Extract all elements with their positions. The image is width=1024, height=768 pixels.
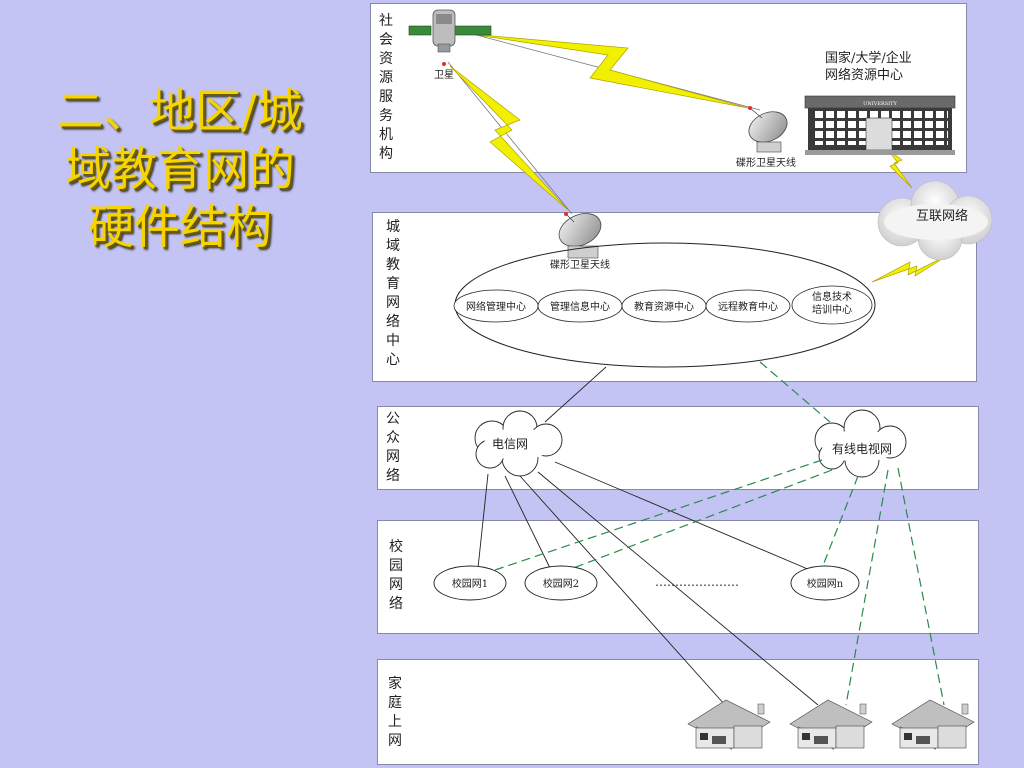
tier-home-label: 家庭上网 xyxy=(388,676,402,749)
tier-campus-label: 校园网络 xyxy=(389,539,403,612)
satellite-dish-icon xyxy=(748,106,788,153)
title-line-1: 二、地区/城 xyxy=(57,84,303,138)
link-telecom-campusn xyxy=(554,461,811,571)
link-telecom-campus1 xyxy=(477,473,489,569)
house-icon-2 xyxy=(789,699,873,750)
tier-home-panel xyxy=(377,659,979,765)
title-line-3: 硬件结构 xyxy=(88,200,272,254)
center-label-2: 管理信息中心 xyxy=(550,300,610,313)
satellite-icon xyxy=(408,9,492,66)
tier-city-label: 城域教育网络中心 xyxy=(386,219,400,368)
center-label-4: 远程教育中心 xyxy=(718,300,778,313)
center-education-resource: 教育资源中心 xyxy=(621,289,707,323)
cabletv-cloud-icon xyxy=(814,409,907,478)
page-title: 二、地区/城 域教育网的 硬件结构 xyxy=(40,82,320,256)
link-city-to-cabletv xyxy=(759,361,831,423)
center-label-5: 信息技术培训中心 xyxy=(812,292,852,316)
telecom-label: 电信网 xyxy=(492,437,528,451)
link-telecom-campus2 xyxy=(504,475,551,569)
house-icon-3 xyxy=(891,699,975,750)
lightning-resource-to-internet xyxy=(887,149,913,189)
center-network-management: 网络管理中心 xyxy=(453,289,539,323)
dish-top-label: 碟形卫星天线 xyxy=(736,156,796,169)
campus-node-1: 校园网1 xyxy=(433,565,507,601)
link-city-to-telecom xyxy=(544,366,607,423)
campus-label-1: 校园网1 xyxy=(452,577,488,590)
lightning-sat-to-city xyxy=(449,65,569,211)
dish-city-label: 碟形卫星天线 xyxy=(550,258,610,271)
link-cabletv-campusn xyxy=(821,475,859,569)
link-cabletv-campus1 xyxy=(494,459,823,571)
link-telecom-home1 xyxy=(519,475,726,706)
link-cabletv-campus2 xyxy=(567,469,833,571)
link-telecom-home2 xyxy=(537,471,819,706)
center-label-3: 教育资源中心 xyxy=(634,300,694,313)
campus-node-2: 校园网2 xyxy=(524,565,598,601)
sat-link-down xyxy=(447,61,573,215)
link-cabletv-home3 xyxy=(897,467,945,706)
campus-ellipsis: ………………… xyxy=(655,575,739,589)
university-building-icon xyxy=(804,95,956,155)
house-icon-1 xyxy=(687,699,771,750)
title-line-2: 域教育网的 xyxy=(65,142,295,196)
center-management-info: 管理信息中心 xyxy=(537,289,623,323)
telecom-cloud-icon xyxy=(474,410,563,477)
link-cabletv-home2 xyxy=(845,469,889,706)
tier-public-label: 公众网络 xyxy=(386,411,400,484)
satellite-label: 卫星 xyxy=(434,69,454,81)
center-it-training: 信息技术培训中心 xyxy=(791,285,873,325)
campus-label-2: 校园网2 xyxy=(543,577,579,590)
campus-label-n: 校园网n xyxy=(807,577,844,590)
campus-node-n: 校园网n xyxy=(790,565,860,601)
cabletv-label: 有线电视网 xyxy=(832,441,892,456)
internet-label: 互联网络 xyxy=(916,208,968,224)
resource-center-label-1: 国家/大学/企业 xyxy=(825,50,912,66)
tier-social-label: 社会资源服务机构 xyxy=(379,13,393,162)
center-remote-education: 远程教育中心 xyxy=(705,289,791,323)
internet-cloud-icon xyxy=(877,180,993,261)
building-sign: UNIVERSITY xyxy=(863,101,897,107)
center-label-1: 网络管理中心 xyxy=(466,300,526,313)
lightning-sat-to-resource xyxy=(469,33,749,109)
resource-center-label-2: 网络资源中心 xyxy=(825,67,903,83)
